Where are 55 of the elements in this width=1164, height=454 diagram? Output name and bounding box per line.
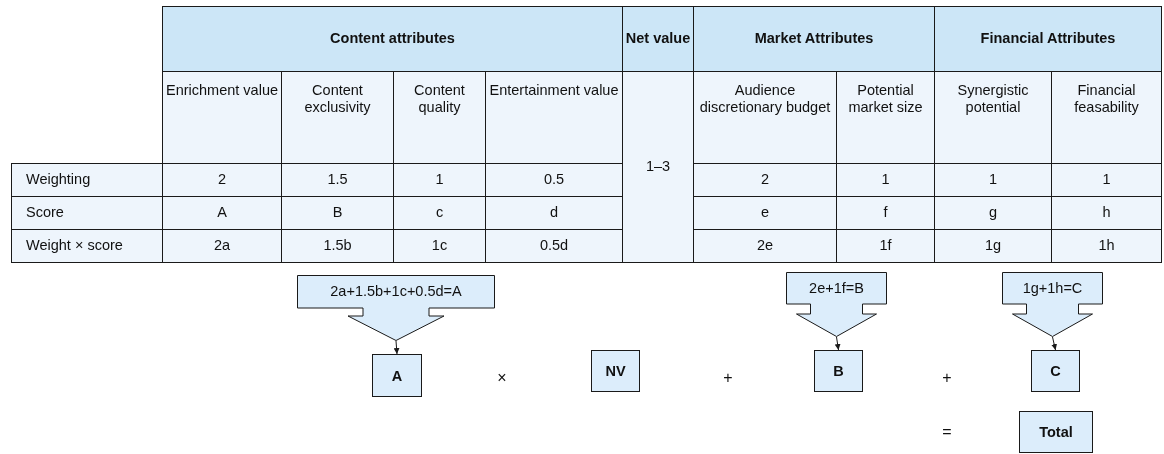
result-box: B: [814, 350, 863, 392]
column-header: Potential market size: [836, 71, 935, 164]
table-cell: B: [281, 196, 394, 230]
table-cell: g: [934, 196, 1052, 230]
table-cell: 1.5: [281, 163, 394, 197]
result-box: C: [1031, 350, 1080, 392]
table-cell: 1–3: [622, 71, 694, 263]
row-header: Weighting: [11, 163, 163, 197]
row-header: Weight × score: [11, 229, 163, 263]
table-cell: 0.5: [485, 163, 623, 197]
column-header: Content quality: [393, 71, 486, 164]
arrow: [834, 336, 841, 351]
table-cell: 1c: [393, 229, 486, 263]
column-header: Synergistic potential: [934, 71, 1052, 164]
math-operator: +: [942, 369, 952, 387]
group-header: Net value: [622, 6, 694, 72]
arrow: [393, 340, 400, 355]
table-cell: 1: [934, 163, 1052, 197]
table-cell: 0.5d: [485, 229, 623, 263]
table-cell: 1h: [1051, 229, 1162, 263]
math-operator: ×: [497, 369, 507, 387]
math-operator: =: [942, 423, 952, 441]
column-header: Audience discretionary budget: [693, 71, 837, 164]
formula-callout: 2e+1f=B: [786, 272, 887, 337]
column-header: Financial feasability: [1051, 71, 1162, 164]
group-header: Content attributes: [162, 6, 623, 72]
table-cell: 2: [162, 163, 282, 197]
table-cell: f: [836, 196, 935, 230]
formula-callout: 2a+1.5b+1c+0.5d=A: [297, 275, 495, 341]
formula-callout: 1g+1h=C: [1002, 272, 1103, 337]
table-cell: c: [393, 196, 486, 230]
table-cell: 1f: [836, 229, 935, 263]
table-cell: 1: [1051, 163, 1162, 197]
table-cell: 2: [693, 163, 837, 197]
result-box: Total: [1019, 411, 1093, 453]
column-header: Entertainment value: [485, 71, 623, 164]
column-header: Enrichment value: [162, 71, 282, 164]
arrow: [1051, 336, 1058, 351]
table-cell: e: [693, 196, 837, 230]
math-operator: +: [723, 369, 733, 387]
group-header: Financial Attributes: [934, 6, 1162, 72]
table-cell: d: [485, 196, 623, 230]
table-cell: 1: [836, 163, 935, 197]
table-cell: 1g: [934, 229, 1052, 263]
table-cell: A: [162, 196, 282, 230]
result-box: A: [372, 354, 422, 397]
table-cell: 1: [393, 163, 486, 197]
column-header: Content exclusivity: [281, 71, 394, 164]
result-box: NV: [591, 350, 640, 392]
table-cell: 2a: [162, 229, 282, 263]
row-header: Score: [11, 196, 163, 230]
table-cell: 1.5b: [281, 229, 394, 263]
table-cell: 2e: [693, 229, 837, 263]
group-header: Market Attributes: [693, 6, 935, 72]
table-cell: h: [1051, 196, 1162, 230]
